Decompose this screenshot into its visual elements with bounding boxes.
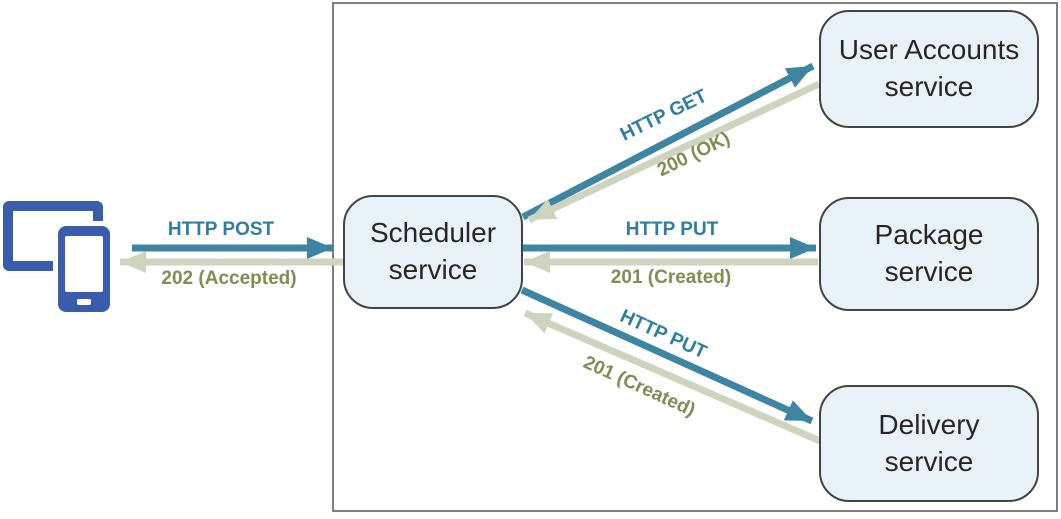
package-service-node: Package service — [819, 197, 1039, 311]
phone-home-button — [77, 299, 91, 305]
response-202-label: 202 (Accepted) — [161, 268, 297, 289]
response-201-package-label: 201 (Created) — [610, 267, 732, 288]
delivery-service-node: Delivery service — [819, 385, 1039, 502]
http-put-package-label: HTTP PUT — [625, 219, 719, 240]
phone-screen — [65, 236, 103, 292]
scheduler-service-node: Scheduler service — [343, 195, 523, 309]
user-accounts-service-node: User Accounts service — [819, 10, 1039, 128]
http-post-label: HTTP POST — [167, 219, 275, 240]
phone-icon — [58, 226, 110, 312]
